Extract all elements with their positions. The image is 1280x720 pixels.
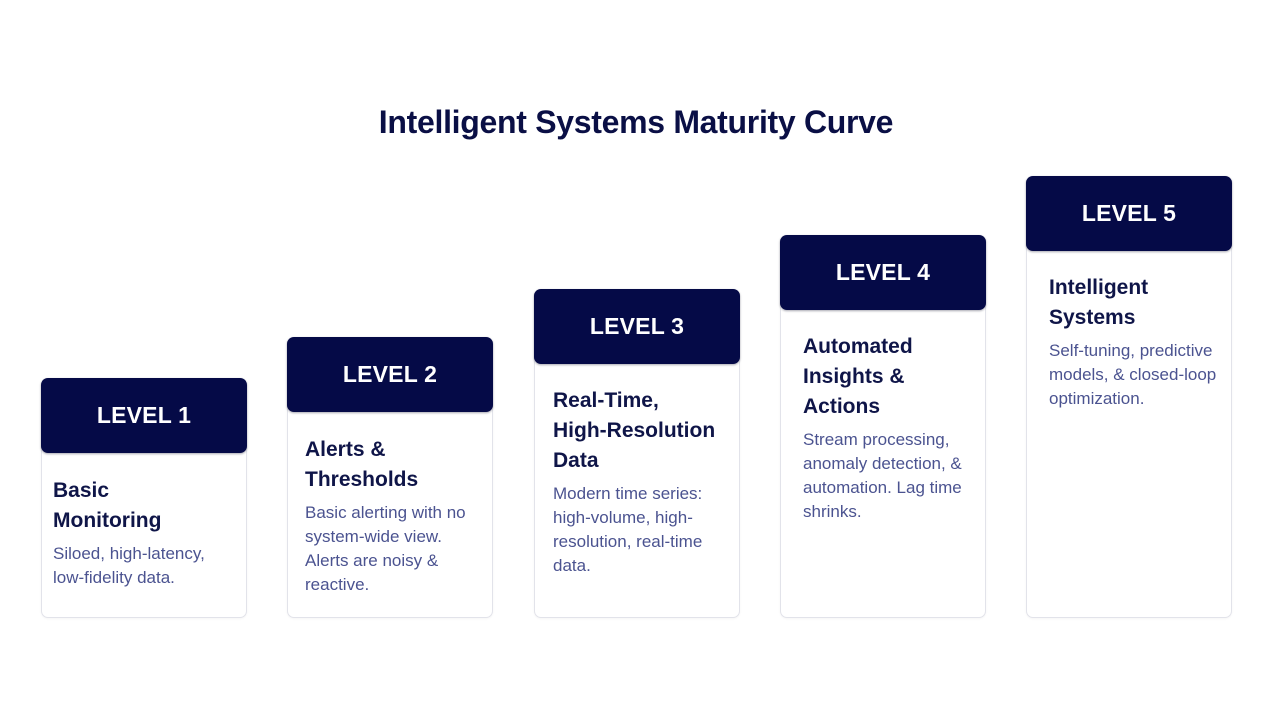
level-label: LEVEL 2 (342, 361, 438, 387)
level-title: Alerts &Thresholds (305, 438, 419, 491)
level-label: LEVEL 5 (1081, 200, 1177, 226)
level-description: Siloed, high-latency, low-fidelity data. (53, 544, 205, 587)
level-description: Stream processing, anomaly detection, & … (803, 430, 962, 521)
level-description: Basic alerting with no system-wide view.… (305, 503, 466, 594)
page-title: Intelligent Systems Maturity Curve (378, 104, 894, 140)
level-description: Self-tuning, predictive models, & closed… (1049, 341, 1217, 408)
level-label: LEVEL 4 (835, 259, 931, 285)
level-label: LEVEL 1 (96, 402, 192, 428)
level-label: LEVEL 3 (589, 313, 685, 339)
level-3-header: LEVEL 3 (534, 289, 740, 364)
level-2-card: LEVEL 2 Alerts &Thresholds Basic alertin… (287, 337, 493, 618)
level-5-header: LEVEL 5 (1026, 176, 1232, 251)
level-1-header: LEVEL 1 (41, 378, 247, 453)
level-2-header: LEVEL 2 (287, 337, 493, 412)
level-description: Modern time series: high-volume, high-re… (553, 484, 703, 575)
level-4-header: LEVEL 4 (780, 235, 986, 310)
